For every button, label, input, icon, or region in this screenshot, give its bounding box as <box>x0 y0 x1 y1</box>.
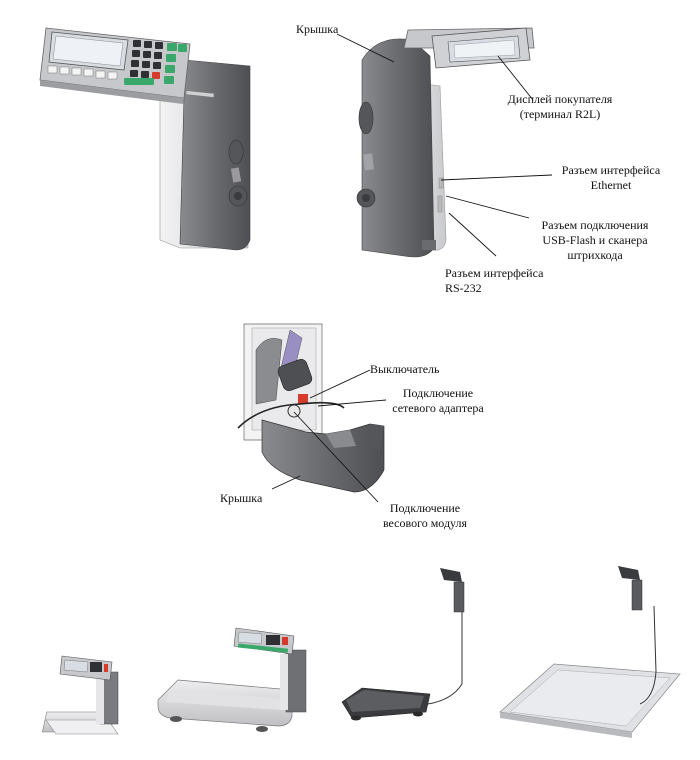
label-customer-display: Дисплей покупателя (терминал R2L) <box>495 92 625 122</box>
label-weight-module-line2: весового модуля <box>382 516 468 530</box>
scale-small-platform <box>42 655 119 735</box>
terminal-bottom-view <box>237 323 385 493</box>
label-usb: Разъем подключения USB-Flash и сканера ш… <box>520 218 670 263</box>
label-ethernet: Разъем интерфейса Ethernet <box>546 163 676 193</box>
label-weight-module-line1: Подключение <box>389 501 461 515</box>
label-adapter-line2: сетевого адаптера <box>392 401 484 415</box>
terminal-front-view <box>39 27 251 251</box>
label-switch: Выключатель <box>370 362 440 376</box>
keypad-function-keys <box>124 43 187 85</box>
terminal-rear-view <box>356 27 535 258</box>
keypad-number-keys <box>130 40 163 79</box>
keypad-row-keys <box>47 65 118 80</box>
label-usb-line3: штрихкода <box>567 248 623 262</box>
label-adapter-line1: Подключение <box>402 386 474 400</box>
label-adapter: Подключение сетевого адаптера <box>378 386 498 416</box>
scale-table-platform <box>157 627 307 732</box>
label-lid-top: Крышка <box>296 22 339 36</box>
label-customer-display-line1: Дисплей покупателя <box>507 92 613 106</box>
label-customer-display-line2: (терминал R2L) <box>519 107 601 121</box>
mid-callout-lines <box>271 369 387 503</box>
label-ethernet-line1: Разъем интерфейса <box>561 163 661 177</box>
label-rs232-line2: RS-232 <box>445 281 482 295</box>
scale-floor-small <box>341 568 465 721</box>
scale-floor-large <box>499 566 681 738</box>
label-lid-mid: Крышка <box>220 491 263 505</box>
label-usb-line2: USB-Flash и сканера <box>542 233 648 247</box>
label-rs232-line1: Разъем интерфейса <box>445 266 544 280</box>
label-weight-module: Подключение весового модуля <box>370 501 480 531</box>
label-rs232: Разъем интерфейса RS-232 <box>445 266 543 296</box>
label-usb-line1: Разъем подключения <box>541 218 649 232</box>
top-callout-lines <box>336 33 553 257</box>
label-ethernet-line2: Ethernet <box>590 178 632 192</box>
